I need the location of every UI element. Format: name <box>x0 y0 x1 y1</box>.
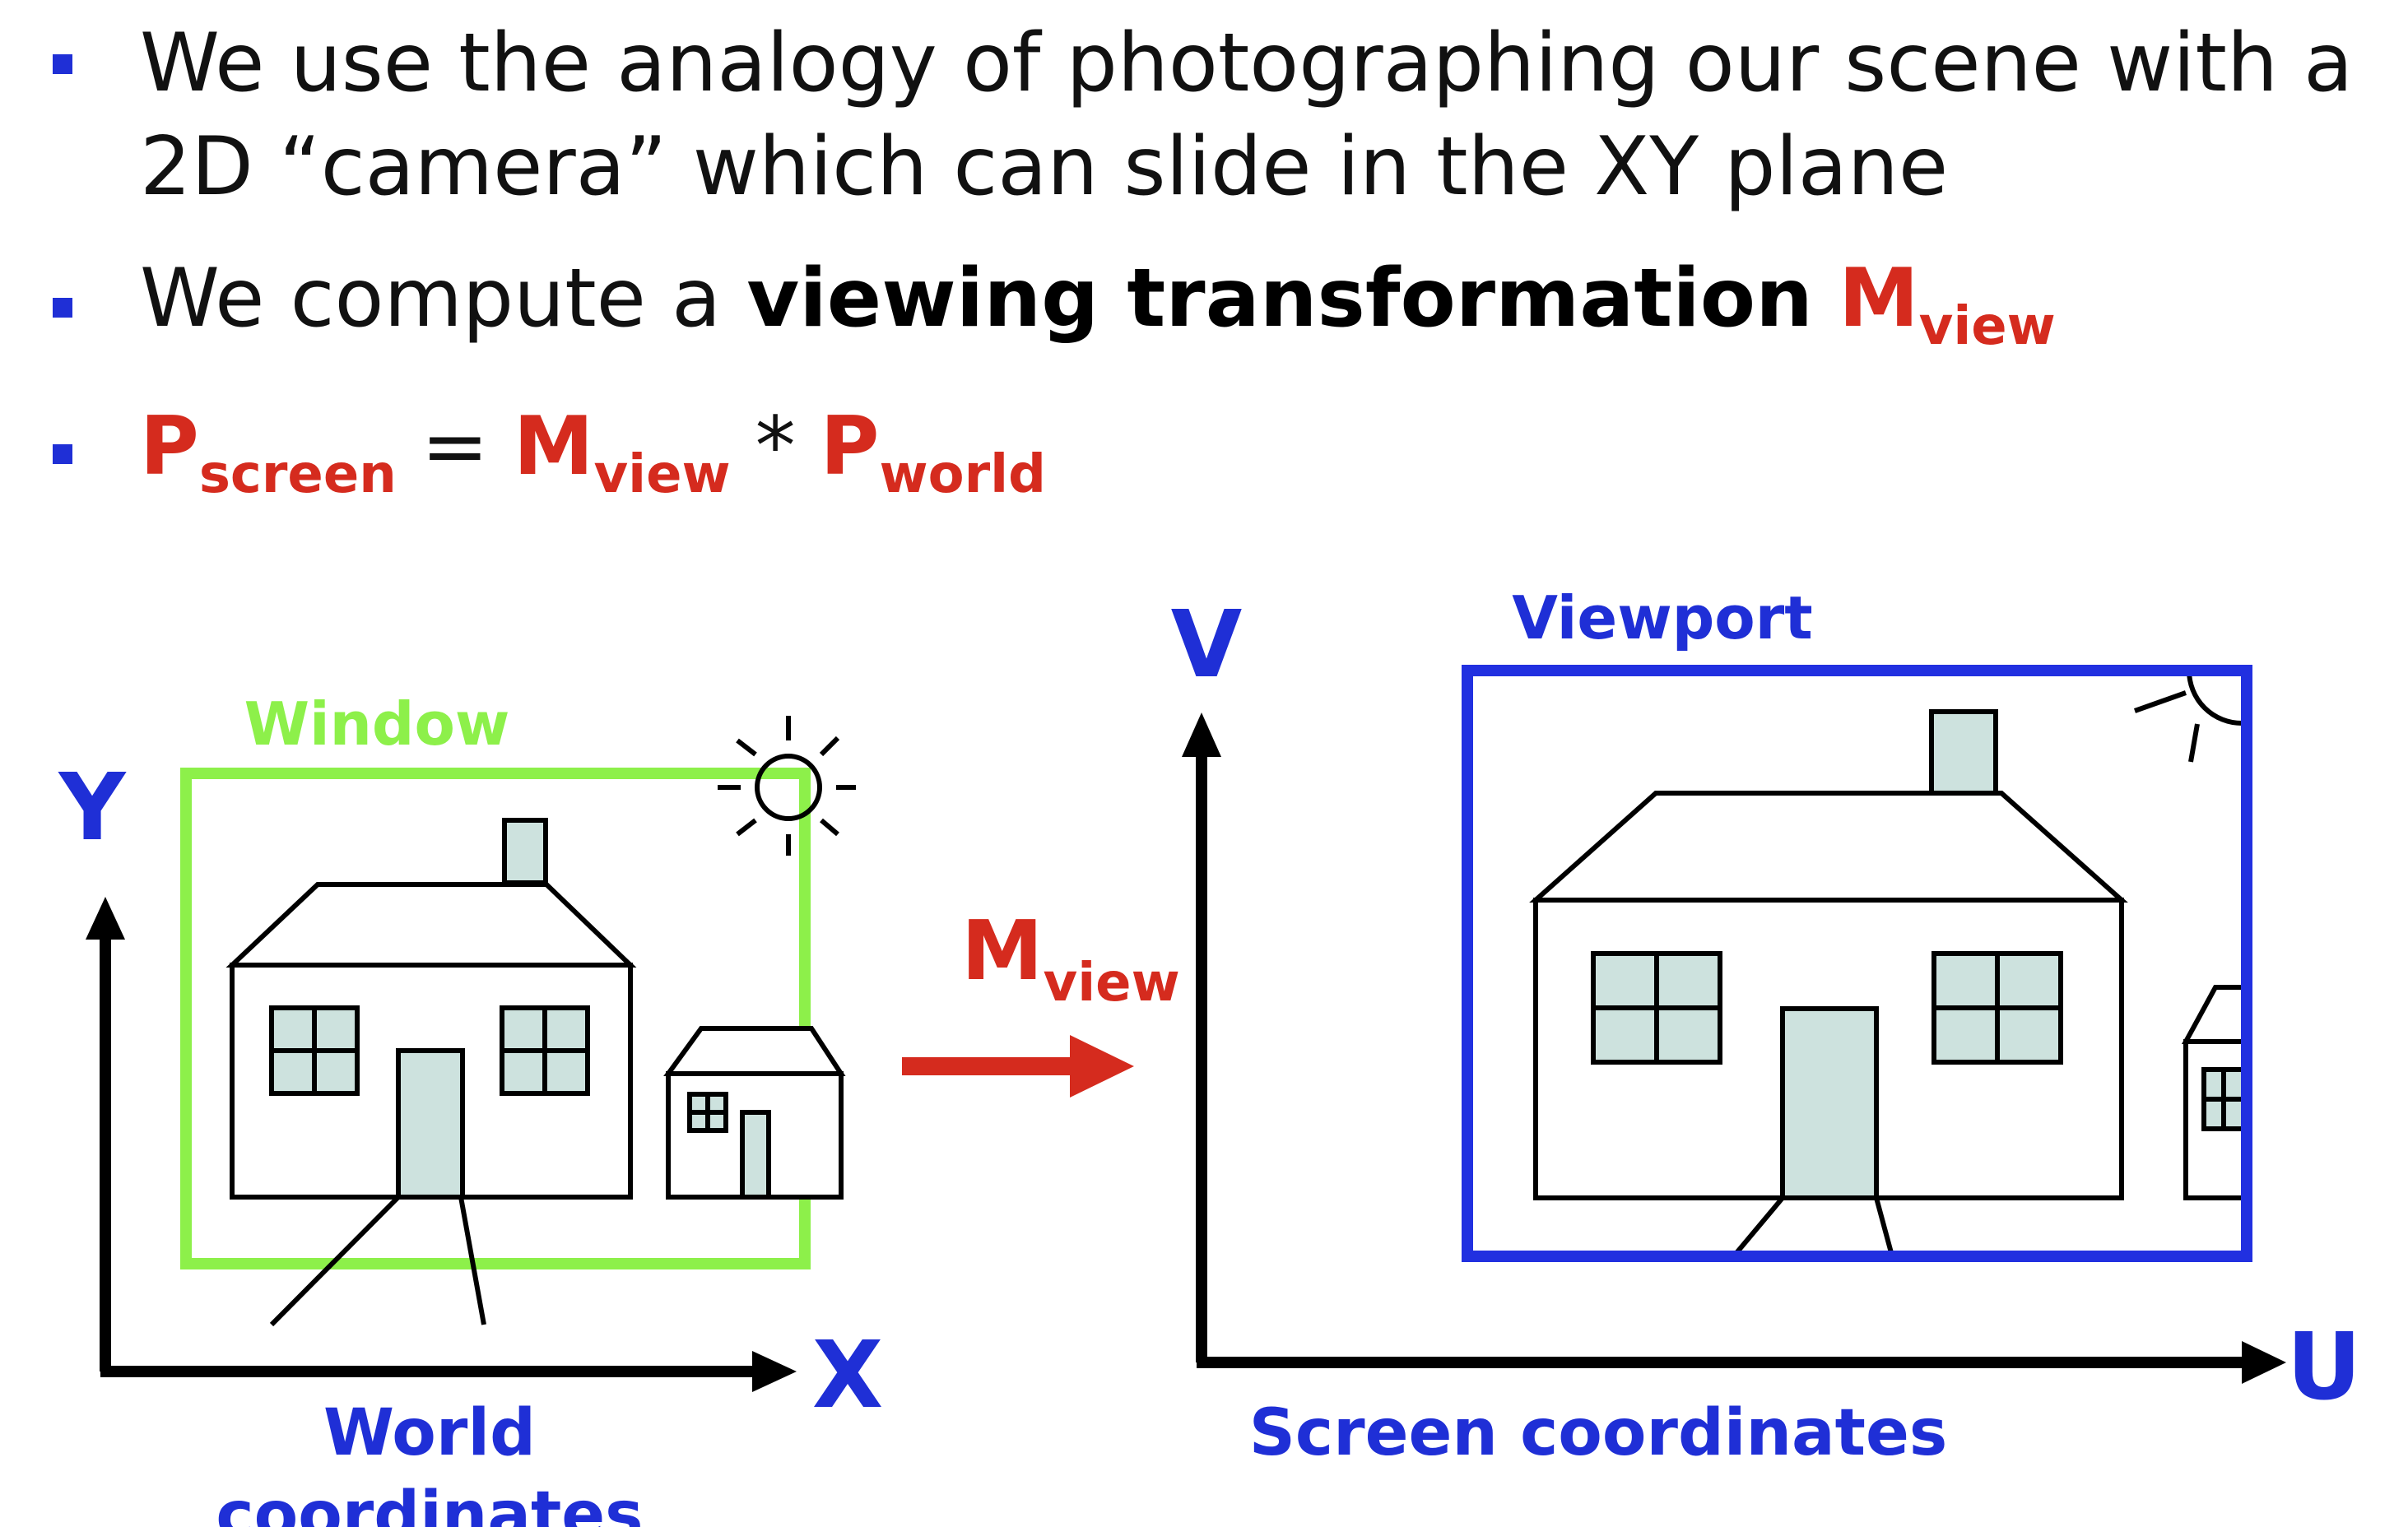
viewport-sun-icon <box>2133 671 2243 763</box>
viewport-contents <box>1529 671 2247 1256</box>
eq-times: * <box>755 400 796 494</box>
world-y-label: Y <box>57 754 127 861</box>
eq-equals: = <box>421 400 489 494</box>
transform-m-label: Mview <box>961 903 1180 1014</box>
world-x-arrowhead <box>752 1351 797 1392</box>
world-caption-line-1: World <box>323 1396 536 1470</box>
world-y-arrowhead <box>86 897 125 940</box>
eq-m-view: M <box>513 400 594 494</box>
screen-u-arrowhead <box>2242 1341 2286 1384</box>
eq-p-screen: P <box>140 400 199 494</box>
transform-m: M <box>961 903 1044 999</box>
bullet-marker-1 <box>53 54 72 74</box>
viewport-path-right <box>1874 1197 1895 1256</box>
sun-icon <box>718 716 856 856</box>
eq-p-world-sub: world <box>879 444 1046 505</box>
viewport-path-left <box>1730 1196 1785 1256</box>
world-caption-line-2: coordinates <box>216 1478 643 1527</box>
chimney <box>502 818 548 885</box>
window-label: Window <box>244 689 510 759</box>
viewport-door <box>1780 1006 1879 1200</box>
screen-v-arrowhead <box>1182 712 1221 757</box>
bullet-marker-3 <box>53 444 72 464</box>
bullet-marker-2 <box>53 298 72 318</box>
bullet-1-line-2: 2D “camera” which can slide in the XY pl… <box>140 120 1949 214</box>
bullet-2-m: M <box>1839 252 1919 346</box>
bullet-2-prefix: We compute a <box>140 252 722 346</box>
path-right <box>458 1196 486 1325</box>
transform-m-sub: view <box>1044 953 1180 1014</box>
eq-p-world: P <box>820 400 880 494</box>
viewport-label: Viewport <box>1512 583 1812 652</box>
path-left <box>269 1195 401 1327</box>
world-house-large <box>225 818 637 1327</box>
bullet-3-equation: Pscreen = Mview * Pworld <box>140 395 1046 527</box>
bullet-2-bold: viewing transformation <box>746 252 1813 346</box>
window-frame <box>180 768 811 1269</box>
screen-v-label: V <box>1171 592 1243 699</box>
transform-arrowhead <box>1070 1035 1134 1098</box>
world-x-label: X <box>812 1322 883 1429</box>
viewport-roof <box>1529 791 2128 903</box>
roof <box>225 882 637 968</box>
screen-axes <box>1182 712 2286 1384</box>
viewport-chimney <box>1929 709 1998 796</box>
world-axes <box>86 897 797 1392</box>
screen-u-label: U <box>2287 1314 2362 1421</box>
eq-m-view-sub: view <box>593 444 731 505</box>
eq-p-screen-sub: screen <box>198 444 397 505</box>
bullet-2-m-sub: view <box>1918 296 2056 357</box>
small-door <box>740 1110 771 1200</box>
screen-caption: Screen coordinates <box>1249 1396 1948 1470</box>
bullet-2-text: We compute a viewing transformation Mvie… <box>140 247 2056 378</box>
door <box>396 1048 465 1200</box>
world-house-small <box>663 1026 846 1200</box>
viewport-frame <box>1462 665 2252 1262</box>
small-roof <box>663 1026 846 1076</box>
bullet-1-line-1: We use the analogy of photographing our … <box>140 16 2354 110</box>
